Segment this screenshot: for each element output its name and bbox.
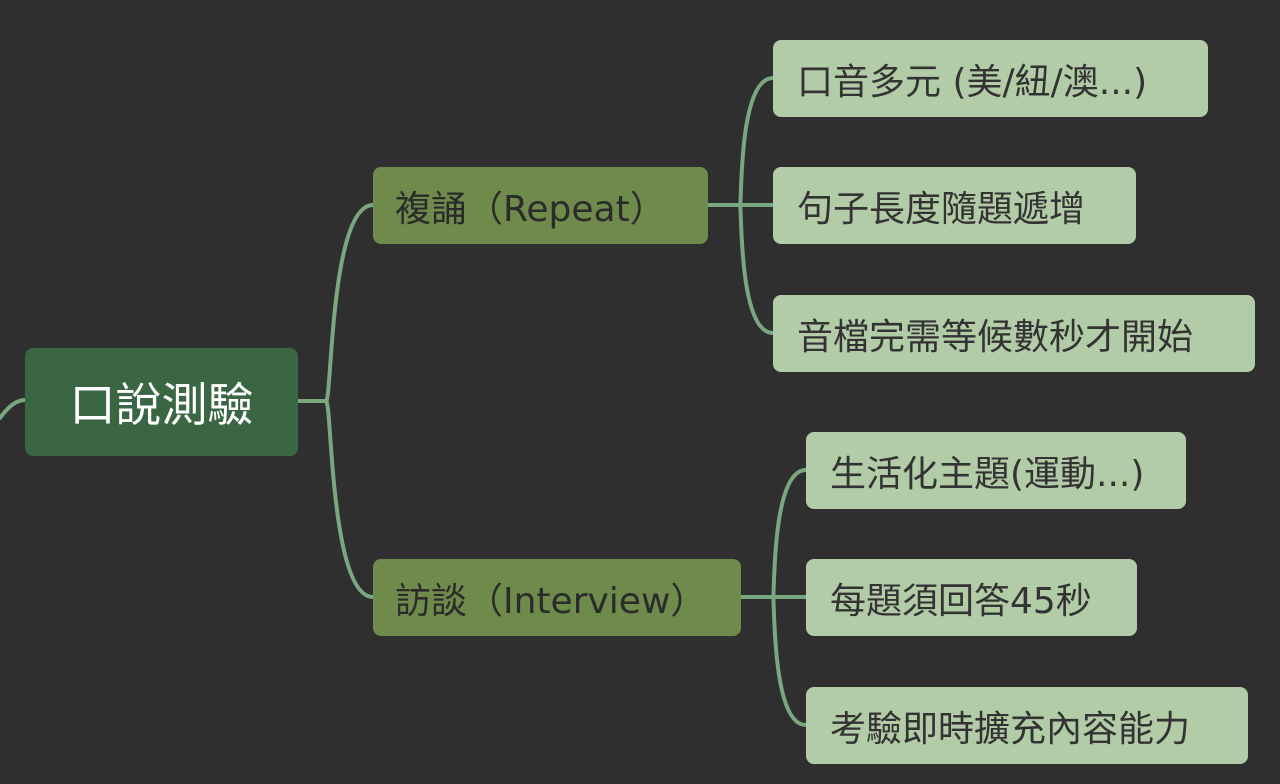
connector-root-to-repeat	[324, 203, 375, 403]
leaf-node-label: 口音多元 (美/紐/澳...)	[797, 61, 1148, 103]
leaf-node-label: 考驗即時擴充內容能力	[830, 708, 1191, 750]
connector-root-to-interview	[324, 399, 375, 599]
connector-interview-to-leaf1	[771, 468, 808, 599]
connector-repeat-to-leaf1	[738, 76, 775, 207]
connector-interview-to-leaf3	[771, 595, 808, 727]
connector-incoming	[0, 398, 27, 420]
branch-node-repeat[interactable]: 複誦（Repeat）	[373, 167, 708, 244]
leaf-node-accents[interactable]: 口音多元 (美/紐/澳...)	[773, 40, 1208, 117]
connector-repeat-to-leaf3	[738, 203, 775, 335]
leaf-node-answer-45s[interactable]: 每題須回答45秒	[806, 559, 1137, 636]
branch-node-label: 複誦（Repeat）	[395, 188, 666, 230]
leaf-node-life-topics[interactable]: 生活化主題(運動...)	[806, 432, 1186, 509]
branch-node-interview[interactable]: 訪談（Interview）	[373, 559, 741, 636]
root-node[interactable]: 口說測驗	[25, 348, 298, 456]
leaf-node-sentence-length[interactable]: 句子長度隨題遞增	[773, 167, 1136, 244]
leaf-node-label: 每題須回答45秒	[830, 580, 1092, 622]
leaf-node-label: 生活化主題(運動...)	[830, 453, 1145, 495]
leaf-node-label: 句子長度隨題遞增	[797, 188, 1086, 230]
root-node-label: 口說測驗	[69, 378, 254, 432]
leaf-node-wait-seconds[interactable]: 音檔完需等候數秒才開始	[773, 295, 1255, 372]
branch-node-label: 訪談（Interview）	[395, 580, 707, 622]
leaf-node-expand-content[interactable]: 考驗即時擴充內容能力	[806, 687, 1248, 764]
leaf-node-label: 音檔完需等候數秒才開始	[797, 316, 1194, 358]
